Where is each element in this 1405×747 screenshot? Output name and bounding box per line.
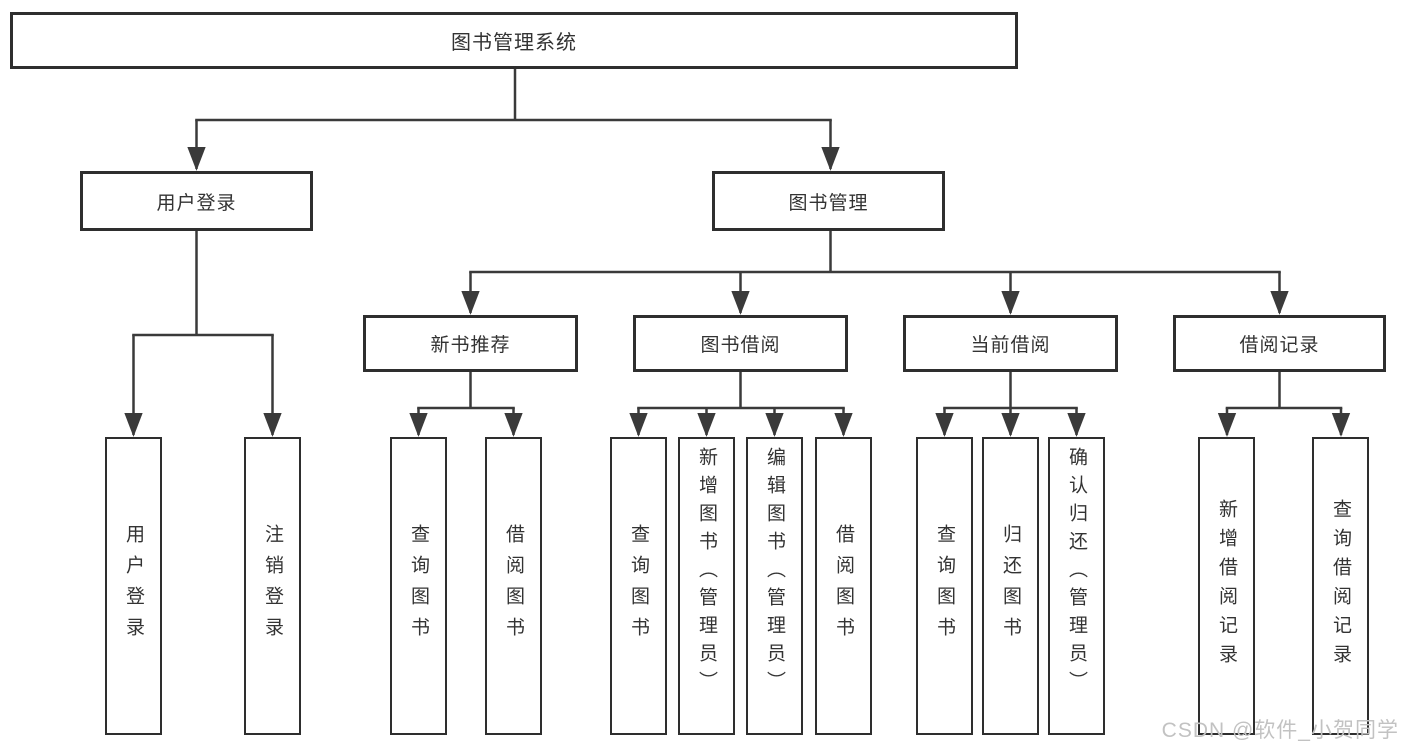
node-new-book-recommend: 新书推荐 — [363, 315, 578, 372]
leaf-add-borrow-record-label: 新增借阅记录 — [1216, 499, 1237, 673]
connector-group — [124, 69, 1351, 437]
leaf-recommend-borrow-book-label: 借阅图书 — [503, 524, 524, 648]
leaf-recommend-borrow-book: 借阅图书 — [485, 437, 542, 735]
leaf-borrow-book: 借阅图书 — [815, 437, 872, 735]
leaf-add-borrow-record: 新增借阅记录 — [1198, 437, 1255, 735]
node-root-system: 图书管理系统 — [10, 12, 1018, 69]
leaf-add-book-admin: 新增图书（管理员） — [678, 437, 735, 735]
leaf-borrow-query-book: 查询图书 — [610, 437, 667, 735]
node-new-book-recommend-label: 新书推荐 — [430, 335, 511, 356]
node-borrow-record-label: 借阅记录 — [1239, 335, 1320, 356]
leaf-user-login-label: 用户登录 — [123, 524, 144, 648]
leaf-query-borrow-record: 查询借阅记录 — [1312, 437, 1369, 735]
leaf-borrow-query-book-label: 查询图书 — [628, 524, 649, 648]
node-book-borrow-label: 图书借阅 — [700, 335, 781, 356]
leaf-logout-label: 注销登录 — [262, 524, 283, 648]
leaf-current-query-book-label: 查询图书 — [934, 524, 955, 648]
node-root-label: 图书管理系统 — [451, 32, 577, 54]
leaf-confirm-return-admin-label: 确认归还（管理员） — [1066, 447, 1087, 699]
leaf-recommend-query-book-label: 查询图书 — [408, 524, 429, 648]
leaf-return-book-label: 归还图书 — [1000, 524, 1021, 648]
node-current-borrow-label: 当前借阅 — [970, 335, 1051, 356]
leaf-logout: 注销登录 — [244, 437, 301, 735]
leaf-current-query-book: 查询图书 — [916, 437, 973, 735]
node-user-login-label: 用户登录 — [156, 192, 237, 214]
leaf-edit-book-admin: 编辑图书（管理员） — [746, 437, 803, 735]
leaf-user-login: 用户登录 — [105, 437, 162, 735]
leaf-borrow-book-label: 借阅图书 — [833, 524, 854, 648]
leaf-edit-book-admin-label: 编辑图书（管理员） — [764, 447, 785, 699]
node-borrow-record: 借阅记录 — [1173, 315, 1386, 372]
node-book-management: 图书管理 — [712, 171, 945, 231]
leaf-recommend-query-book: 查询图书 — [390, 437, 447, 735]
csdn-watermark: CSDN @软件_小贺同学 — [1161, 719, 1399, 742]
node-user-login: 用户登录 — [80, 171, 313, 231]
node-book-borrow: 图书借阅 — [633, 315, 848, 372]
leaf-confirm-return-admin: 确认归还（管理员） — [1048, 437, 1105, 735]
leaf-add-book-admin-label: 新增图书（管理员） — [696, 447, 717, 699]
leaf-query-borrow-record-label: 查询借阅记录 — [1330, 499, 1351, 673]
node-book-management-label: 图书管理 — [788, 192, 869, 214]
leaf-return-book: 归还图书 — [982, 437, 1039, 735]
node-current-borrow: 当前借阅 — [903, 315, 1118, 372]
